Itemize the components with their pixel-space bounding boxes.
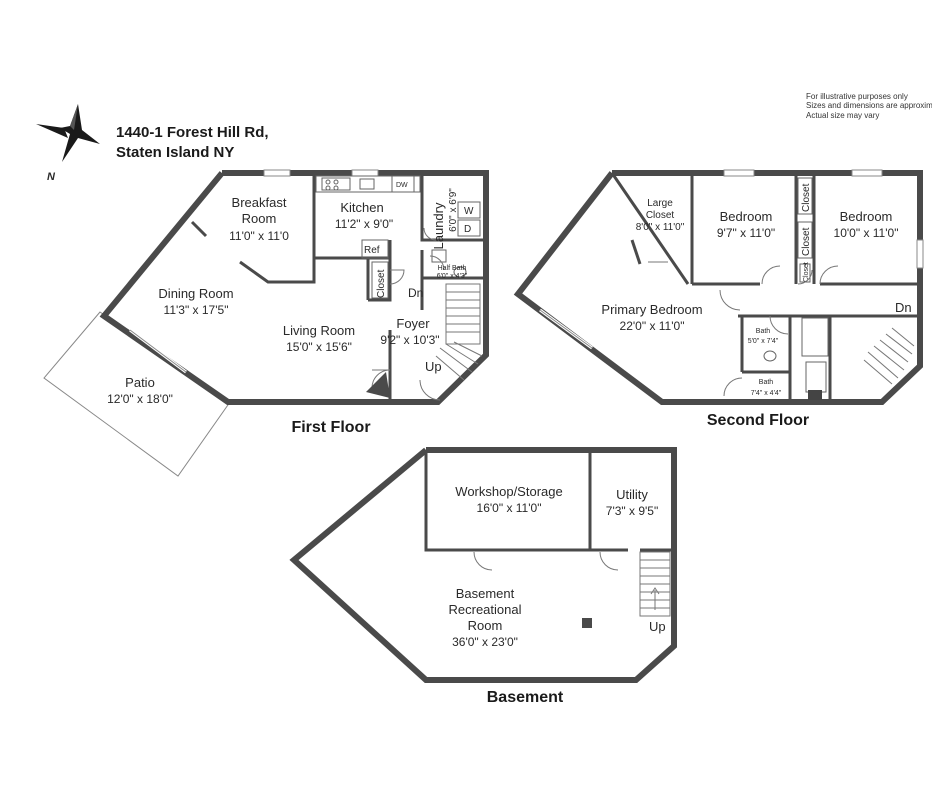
first-floor-up-label: Up: [425, 359, 442, 374]
compass-north-label: N: [47, 171, 56, 183]
basement-title: Basement: [487, 689, 564, 706]
bedroom-1-dims: 9'7" x 11'0": [717, 226, 775, 240]
utility-name: Utility: [616, 487, 648, 502]
second-floor-plan: Closet Closet Closet Large Closet 8'0" x…: [513, 169, 924, 429]
recreational-dims: 36'0" x 23'0": [452, 635, 518, 649]
living-room-name: Living Room: [283, 323, 355, 338]
dishwasher-label: DW: [396, 182, 408, 189]
bath-2-dims: 7'4" x 4'4": [751, 390, 782, 397]
basement-exterior-wall: [289, 447, 677, 683]
basement-plan: Workshop/Storage 16'0" x 11'0" Utility 7…: [289, 447, 677, 706]
half-bath-name: Half Bath: [438, 265, 467, 272]
disclaimer-line-1: For illustrative purposes only: [806, 92, 908, 101]
foyer-name: Foyer: [396, 316, 430, 331]
refrigerator-label: Ref: [364, 245, 380, 256]
washer-label: W: [464, 206, 474, 217]
workshop-dims: 16'0" x 11'0": [477, 501, 542, 515]
recreational-name-2: Recreational: [449, 602, 522, 617]
foyer-dims: 9'2" x 10'3": [380, 333, 439, 347]
primary-bedroom-dims: 22'0" x 11'0": [620, 319, 685, 333]
first-floor-stairs: [435, 283, 483, 381]
laundry-dims: 6'0" x 6'9": [448, 188, 459, 232]
large-closet-name-2: Closet: [646, 210, 675, 221]
recreational-name-1: Basement: [456, 586, 515, 601]
half-bath-dims: 6'0" x 4'3": [437, 273, 468, 280]
dining-room-name: Dining Room: [158, 286, 233, 301]
breakfast-room-name-2: Room: [242, 211, 277, 226]
dryer-label: D: [464, 224, 471, 235]
second-floor-title: Second Floor: [707, 412, 809, 429]
utility-dims: 7'3" x 9'5": [606, 504, 658, 518]
bath-2-name: Bath: [759, 379, 774, 386]
first-floor-plan: DW Ref W D Closet: [43, 169, 489, 477]
compass-icon: [36, 104, 100, 162]
breakfast-room-name-1: Breakfast: [232, 195, 287, 210]
bedroom-1-name: Bedroom: [720, 209, 773, 224]
second-floor-exterior-wall: [513, 170, 923, 405]
second-closet-1-label: Closet: [801, 183, 812, 212]
living-room-dims: 15'0" x 15'6": [286, 340, 352, 354]
dining-room-dims: 11'3" x 17'5": [164, 303, 229, 317]
bedroom-2-dims: 10'0" x 11'0": [834, 226, 899, 240]
basement-up-label: Up: [649, 619, 666, 634]
second-floor-stairs: [863, 327, 915, 385]
address-line-1: 1440-1 Forest Hill Rd,: [116, 124, 269, 141]
refrigerator: [361, 239, 389, 259]
bath-1-name: Bath: [756, 328, 771, 335]
patio-name: Patio: [125, 375, 155, 390]
large-closet-dims: 8'0" x 11'0": [636, 222, 685, 233]
workshop-name: Workshop/Storage: [455, 484, 562, 499]
kitchen-dims: 11'2" x 9'0": [335, 217, 393, 231]
address-line-2: Staten Island NY: [116, 144, 234, 161]
dishwasher: [391, 175, 415, 193]
breakfast-room-dims: 11'0" x 11'0: [229, 229, 289, 243]
kitchen-name: Kitchen: [340, 200, 383, 215]
disclaimer-line-2: Sizes and dimensions are approximate: [806, 101, 932, 110]
dryer: [457, 219, 481, 237]
laundry-name: Laundry: [431, 202, 446, 249]
recreational-name-3: Room: [468, 618, 503, 633]
first-floor-title: First Floor: [291, 419, 370, 436]
washer: [457, 201, 481, 219]
basement-stairs: [639, 551, 671, 617]
patio-dims: 12'0" x 18'0": [107, 392, 173, 406]
basement-post: [582, 618, 592, 628]
first-closet-label: Closet: [376, 269, 387, 298]
second-closet-2-label: Closet: [801, 227, 812, 256]
bath-1-dims: 5'0" x 7'4": [748, 338, 779, 345]
first-floor-down-label: Dn: [408, 286, 423, 300]
second-floor-down-label: Dn: [895, 300, 912, 315]
primary-bedroom-name: Primary Bedroom: [601, 302, 702, 317]
second-closet-small-label: Closet: [803, 262, 810, 282]
bedroom-2-name: Bedroom: [840, 209, 893, 224]
large-closet-name-1: Large: [647, 198, 673, 209]
first-floor-exterior-wall: [99, 170, 489, 405]
disclaimer-line-3: Actual size may vary: [806, 111, 879, 120]
